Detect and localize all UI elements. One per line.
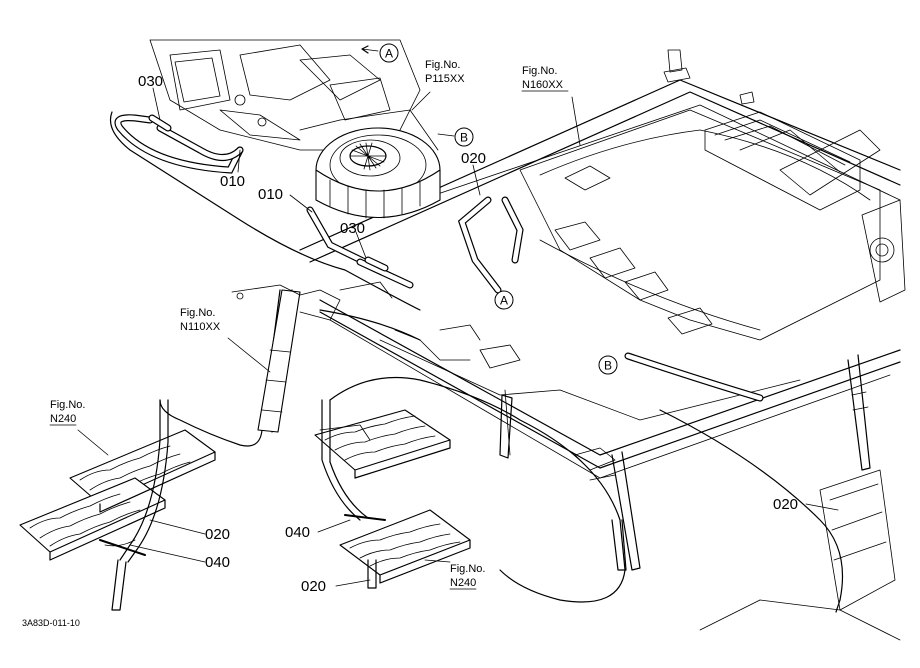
hose-020-top xyxy=(457,196,524,294)
part-label-020-right: 020 xyxy=(773,496,798,513)
step-left xyxy=(19,399,216,611)
part-label-030-mid: 030 xyxy=(340,220,365,237)
hose-b-mid xyxy=(624,352,764,402)
hose-010-mid xyxy=(306,206,414,289)
svg-text:A: A xyxy=(500,294,508,308)
part-label-040-mid: 040 xyxy=(285,524,310,541)
svg-text:P115XX: P115XX xyxy=(425,73,465,85)
part-label-040-left: 040 xyxy=(205,554,230,571)
svg-text:Fig.No.: Fig.No. xyxy=(50,399,85,411)
svg-text:N240: N240 xyxy=(450,577,476,589)
step-mid xyxy=(314,399,471,589)
svg-text:N240: N240 xyxy=(50,413,76,425)
part-label-020-top: 020 xyxy=(461,150,486,167)
part-label-010-left: 010 xyxy=(220,173,245,190)
hose-010-left xyxy=(114,114,244,174)
marker-b-top: B xyxy=(437,127,474,147)
svg-text:Fig.No.: Fig.No. xyxy=(180,307,215,319)
svg-text:B: B xyxy=(460,131,468,145)
drawing-code: 3A83D-011-10 xyxy=(22,618,80,628)
svg-text:Fig.No.: Fig.No. xyxy=(450,563,485,575)
fig-ref-n240-left: Fig.No. N240 xyxy=(49,399,85,426)
part-label-010-mid: 010 xyxy=(258,186,283,203)
svg-text:Fig.No.: Fig.No. xyxy=(522,65,557,77)
marker-a-top: A xyxy=(361,43,399,63)
svg-text:N110XX: N110XX xyxy=(180,321,221,333)
marker-a-mid: A xyxy=(494,290,514,310)
fig-ref-p115: Fig.No. P115XX xyxy=(425,59,465,85)
hose-030-mid xyxy=(364,256,389,272)
fig-ref-n160: Fig.No. N160XX xyxy=(521,65,569,92)
pillar-tube-left xyxy=(231,281,393,433)
part-label-020-bottom: 020 xyxy=(301,578,326,595)
cabin-frame xyxy=(299,49,906,641)
part-label-030-top: 030 xyxy=(138,73,163,90)
leader-lines xyxy=(77,87,839,587)
hose-030-top xyxy=(148,114,172,132)
marker-b-mid: B xyxy=(598,355,618,375)
svg-text:A: A xyxy=(385,47,393,61)
svg-text:N160XX: N160XX xyxy=(522,79,564,91)
svg-text:Fig.No.: Fig.No. xyxy=(425,59,460,71)
fig-ref-n110: Fig.No. N110XX xyxy=(180,307,221,333)
fig-ref-n240-mid: Fig.No. N240 xyxy=(449,563,485,590)
svg-text:B: B xyxy=(604,359,612,373)
heater-unit xyxy=(149,39,441,219)
part-label-020-mid: 020 xyxy=(205,526,230,543)
